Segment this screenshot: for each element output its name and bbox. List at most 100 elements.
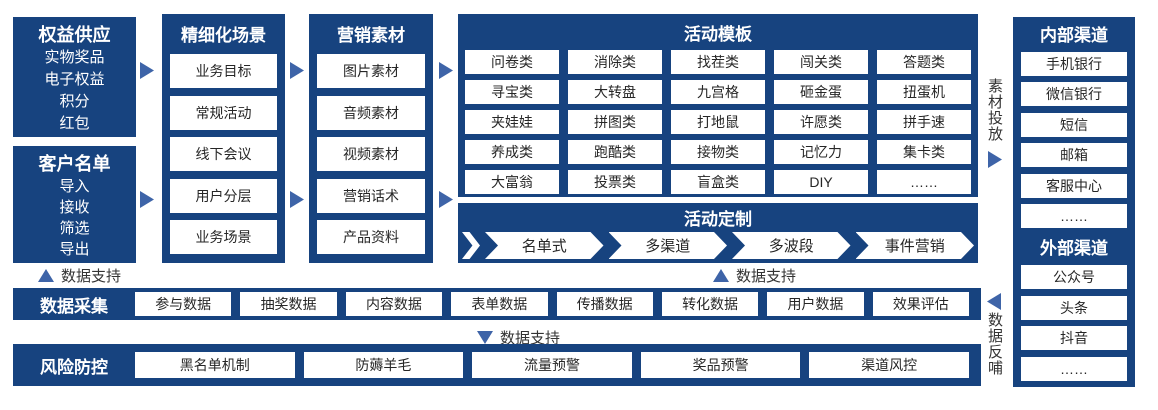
arrow-right-icon bbox=[988, 151, 1002, 168]
benefit-supply-title: 权益供应 bbox=[38, 25, 111, 45]
material-item: 音频素材 bbox=[317, 95, 425, 130]
template-cell: 集卡类 bbox=[877, 140, 971, 164]
customer-item: 筛选 bbox=[59, 220, 90, 237]
channel-item: 公众号 bbox=[1021, 265, 1127, 290]
template-cell: 消除类 bbox=[568, 50, 662, 74]
channel-item: 客服中心 bbox=[1021, 173, 1127, 198]
risk-item: 黑名单机制 bbox=[135, 352, 295, 378]
arrow-right-icon bbox=[290, 62, 304, 79]
data-item: 转化数据 bbox=[661, 292, 759, 316]
channel-item: 头条 bbox=[1021, 295, 1127, 320]
scene-item: 业务场景 bbox=[170, 219, 277, 254]
template-cell: 夹娃娃 bbox=[465, 110, 559, 134]
arrow-right-icon bbox=[439, 191, 453, 208]
data-collection-items: 参与数据 抽奖数据 内容数据 表单数据 传播数据 转化数据 用户数据 效果评估 bbox=[135, 292, 969, 316]
risk-control-title: 风险防控 bbox=[40, 357, 108, 377]
customization-steps: 名单式 多渠道 多波段 事件营销 bbox=[462, 232, 974, 259]
marketing-materials-box: 营销素材 图片素材 音频素材 视频素材 营销话术 产品资料 bbox=[309, 14, 433, 263]
scene-item: 业务目标 bbox=[170, 54, 277, 89]
material-delivery-label: 素材投放 bbox=[986, 78, 1003, 142]
refined-scenes-box: 精细化场景 业务目标 常规活动 线下会议 用户分层 业务场景 bbox=[162, 14, 285, 263]
template-grid: 问卷类 消除类 找茬类 闯关类 答题类 寻宝类 大转盘 九宫格 砸金蛋 扭蛋机 … bbox=[465, 50, 971, 197]
arrow-right-icon bbox=[140, 62, 154, 79]
data-support-label-bottom: 数据支持 bbox=[477, 327, 560, 348]
arrow-up-icon bbox=[38, 269, 54, 282]
arrow-up-icon bbox=[713, 269, 729, 282]
template-cell: 许愿类 bbox=[774, 110, 868, 134]
risk-control-items: 黑名单机制 防薅羊毛 流量预警 奖品预警 渠道风控 bbox=[135, 352, 969, 378]
template-cell: 寻宝类 bbox=[465, 80, 559, 104]
supply-item: 电子权益 bbox=[44, 71, 105, 88]
template-cell: 投票类 bbox=[568, 170, 662, 194]
material-item: 营销话术 bbox=[317, 178, 425, 213]
template-cell: 大富翁 bbox=[465, 170, 559, 194]
customer-item: 导出 bbox=[59, 241, 90, 258]
arrow-right-icon bbox=[439, 62, 453, 79]
channel-item: 抖音 bbox=[1021, 326, 1127, 351]
activity-templates-box: 活动模板 问卷类 消除类 找茬类 闯关类 答题类 寻宝类 大转盘 九宫格 砸金蛋… bbox=[458, 14, 978, 197]
step-item: 多渠道 bbox=[609, 232, 728, 259]
data-item: 效果评估 bbox=[872, 292, 969, 316]
data-item: 用户数据 bbox=[767, 292, 864, 316]
template-cell: …… bbox=[877, 170, 971, 194]
template-cell: DIY bbox=[774, 170, 868, 194]
internal-channels-title: 内部渠道 bbox=[1040, 25, 1108, 45]
data-support-text: 数据支持 bbox=[500, 330, 561, 347]
template-cell: 拼图类 bbox=[568, 110, 662, 134]
arrow-right-icon bbox=[140, 191, 154, 208]
data-item: 内容数据 bbox=[345, 292, 443, 316]
template-cell: 跑酷类 bbox=[568, 140, 662, 164]
data-feedback-label: 数据反哺 bbox=[986, 312, 1003, 376]
data-support-text: 数据支持 bbox=[61, 268, 122, 285]
template-cell: 接物类 bbox=[671, 140, 765, 164]
data-collection-row: 数据采集 参与数据 抽奖数据 内容数据 表单数据 传播数据 转化数据 用户数据 … bbox=[13, 288, 981, 320]
customer-list-box: 客户名单 导入 接收 筛选 导出 bbox=[13, 146, 136, 263]
template-cell: 答题类 bbox=[877, 50, 971, 74]
step-item: 名单式 bbox=[485, 232, 604, 259]
supply-item: 实物奖品 bbox=[44, 49, 105, 66]
data-support-label-left: 数据支持 bbox=[38, 265, 121, 286]
template-cell: 拼手速 bbox=[877, 110, 971, 134]
scene-item: 线下会议 bbox=[170, 137, 277, 172]
scene-item: 常规活动 bbox=[170, 95, 277, 130]
material-item: 图片素材 bbox=[317, 54, 425, 89]
data-support-text: 数据支持 bbox=[736, 268, 797, 285]
external-channels-title: 外部渠道 bbox=[1040, 239, 1108, 259]
supply-item: 红包 bbox=[59, 115, 90, 132]
activity-templates-title: 活动模板 bbox=[684, 24, 752, 44]
template-cell: 盲盒类 bbox=[671, 170, 765, 194]
risk-item: 奖品预警 bbox=[640, 352, 801, 378]
channel-item: 短信 bbox=[1021, 112, 1127, 137]
arrow-down-icon bbox=[477, 331, 493, 344]
template-cell: 打地鼠 bbox=[671, 110, 765, 134]
data-item: 传播数据 bbox=[556, 292, 653, 316]
customer-list-title: 客户名单 bbox=[38, 154, 111, 174]
marketing-materials-title: 营销素材 bbox=[337, 25, 405, 45]
channel-item: …… bbox=[1021, 204, 1127, 229]
customer-item: 接收 bbox=[59, 199, 90, 216]
channel-item: …… bbox=[1021, 356, 1127, 381]
benefit-supply-box: 权益供应 实物奖品 电子权益 积分 红包 bbox=[13, 17, 136, 137]
material-item: 产品资料 bbox=[317, 219, 425, 254]
scene-item: 用户分层 bbox=[170, 178, 277, 213]
arrow-right-icon bbox=[290, 191, 304, 208]
risk-control-row: 风险防控 黑名单机制 防薅羊毛 流量预警 奖品预警 渠道风控 bbox=[13, 344, 981, 386]
template-cell: 养成类 bbox=[465, 140, 559, 164]
chevron-tip-icon bbox=[462, 232, 480, 259]
data-collection-title: 数据采集 bbox=[40, 296, 108, 316]
step-item: 多波段 bbox=[732, 232, 851, 259]
data-support-label-center: 数据支持 bbox=[713, 265, 796, 286]
risk-item: 流量预警 bbox=[472, 352, 632, 378]
template-cell: 砸金蛋 bbox=[774, 80, 868, 104]
template-cell: 大转盘 bbox=[568, 80, 662, 104]
data-item: 参与数据 bbox=[135, 292, 232, 316]
template-cell: 找茬类 bbox=[671, 50, 765, 74]
customer-item: 导入 bbox=[59, 178, 90, 195]
template-cell: 九宫格 bbox=[671, 80, 765, 104]
data-item: 抽奖数据 bbox=[240, 292, 337, 316]
data-item: 表单数据 bbox=[451, 292, 548, 316]
arrow-left-icon bbox=[987, 293, 1001, 310]
template-cell: 闯关类 bbox=[774, 50, 868, 74]
material-item: 视频素材 bbox=[317, 137, 425, 172]
channel-item: 手机银行 bbox=[1021, 51, 1127, 76]
